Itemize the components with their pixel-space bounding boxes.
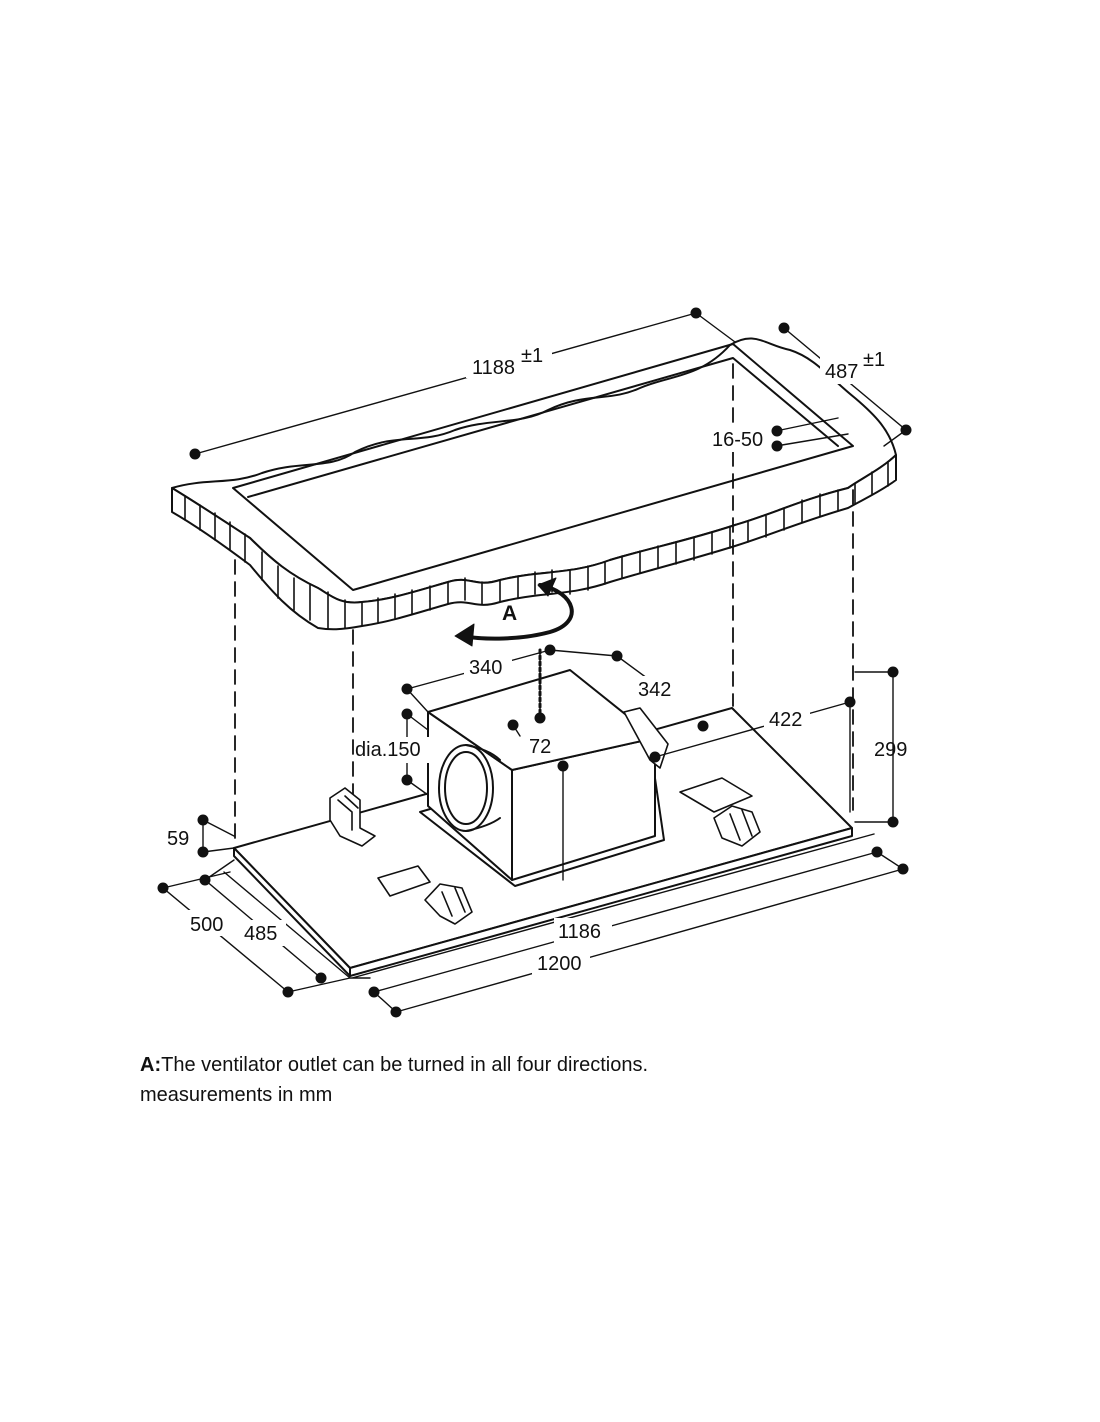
dim-cutout-length: 1188 — [472, 357, 515, 379]
dim-outer-depth: 500 — [190, 914, 223, 936]
dim-duct-diameter: dia.150 — [355, 739, 421, 761]
dim-cutout-length-tol: ±1 — [521, 345, 543, 367]
filter-plate-right — [679, 777, 753, 813]
caption-outlet-note: A:The ventilator outlet can be turned in… — [140, 1050, 648, 1080]
filter-plate-left — [377, 865, 431, 897]
ceiling-hatching — [184, 461, 889, 629]
duct-spigot-sleeve — [465, 744, 501, 832]
caption-text: The ventilator outlet can be turned in a… — [161, 1054, 649, 1076]
cutout-inner-edge — [247, 357, 839, 498]
bracket-front — [424, 883, 473, 925]
caption-units: measurements in mm — [140, 1084, 333, 1106]
dim-cutout-width-tol: ±1 — [863, 349, 885, 371]
bracket-right — [713, 805, 761, 847]
dim-outlet-offset: 72 — [529, 736, 551, 758]
installation-diagram: 1188 ±1 487 ±1 16-50 A 340 342 422 299 d… — [157, 307, 912, 1018]
panel-side — [349, 827, 853, 977]
dimension-dots — [157, 307, 912, 1018]
dim-ceiling-thickness: 16-50 — [712, 429, 763, 451]
label-rotation-a: A — [502, 602, 517, 625]
ceiling-cutout — [171, 337, 897, 631]
dim-panel-height: 59 — [167, 828, 189, 850]
dimension-labels: 1188 ±1 487 ±1 16-50 A 340 342 422 299 d… — [167, 345, 907, 976]
dim-outer-length: 1200 — [537, 953, 582, 975]
dim-rear-offset: 422 — [769, 709, 802, 731]
mounting-brackets — [329, 707, 761, 925]
dim-inner-depth: 485 — [244, 923, 277, 945]
dim-cutout-width: 487 — [825, 361, 858, 383]
ceiling-top-surface — [171, 337, 897, 604]
dim-total-height: 299 — [874, 739, 907, 761]
dim-box-depth: 342 — [638, 679, 671, 701]
caption-label: A: — [140, 1054, 162, 1076]
duct-spigot-inner — [444, 751, 488, 825]
motor-box — [419, 669, 665, 887]
bracket-left — [329, 787, 376, 847]
duct-spigot-outer — [438, 744, 494, 832]
cutout-opening — [232, 343, 854, 591]
dim-box-width: 340 — [469, 657, 502, 679]
rotation-arrow — [454, 577, 574, 647]
dim-inner-length: 1186 — [558, 921, 601, 943]
